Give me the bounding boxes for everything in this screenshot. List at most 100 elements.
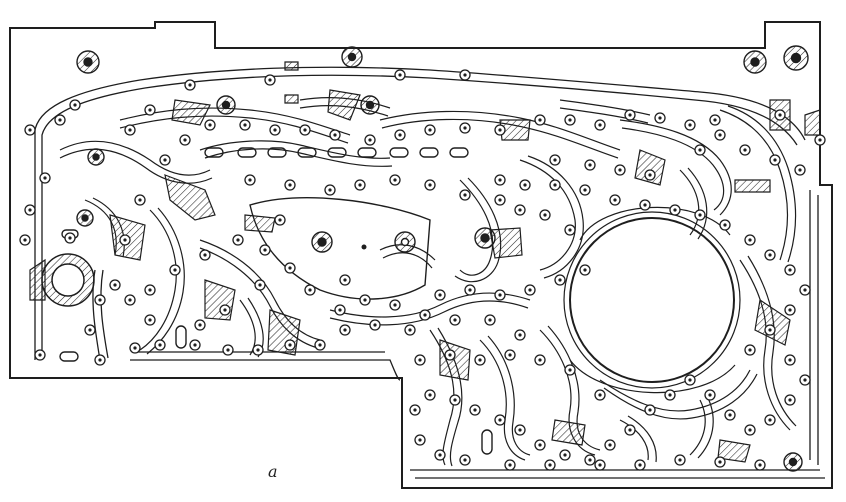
solder-pad-hole xyxy=(538,358,542,362)
center-mark xyxy=(361,244,367,250)
solder-pad-hole xyxy=(453,318,457,322)
solder-pad-hole xyxy=(173,268,177,272)
solder-pad-hole xyxy=(68,236,72,240)
solder-pad-hole xyxy=(256,348,260,352)
solder-pad-hole xyxy=(568,118,572,122)
solder-pad-hole xyxy=(568,368,572,372)
solder-pad-hole xyxy=(778,113,782,117)
solder-pad-hole xyxy=(23,238,27,242)
solder-pad-hole xyxy=(648,173,652,177)
solder-pad-hole xyxy=(498,128,502,132)
solder-pad-hole xyxy=(148,108,152,112)
solder-pad-hole xyxy=(198,323,202,327)
solder-pad-hole xyxy=(358,183,362,187)
solder-pad-hole xyxy=(553,183,557,187)
solder-pad-hole xyxy=(163,158,167,162)
solder-pad-hole xyxy=(748,238,752,242)
solder-pad-hole xyxy=(748,428,752,432)
solder-pad-hole xyxy=(788,398,792,402)
solder-pad-hole xyxy=(688,123,692,127)
solder-pad-hole xyxy=(688,378,692,382)
solder-pad-hole xyxy=(193,343,197,347)
small-pads xyxy=(19,69,826,471)
solder-pad-hole xyxy=(128,128,132,132)
solder-pad-hole xyxy=(463,126,467,130)
solder-pad-hole xyxy=(288,183,292,187)
solder-pad-hole xyxy=(278,218,282,222)
solder-pad-hole xyxy=(428,183,432,187)
pad xyxy=(783,452,803,472)
solder-pad-hole xyxy=(698,213,702,217)
mounting-hole-left xyxy=(41,253,95,307)
large-cutout xyxy=(563,206,741,394)
solder-pad-hole xyxy=(463,458,467,462)
solder-pad-hole xyxy=(518,333,522,337)
solder-pad-hole xyxy=(98,358,102,362)
solder-pad-hole xyxy=(673,208,677,212)
solder-pad-hole xyxy=(408,328,412,332)
pad xyxy=(341,46,363,68)
solder-pad-hole xyxy=(773,158,777,162)
solder-pad-hole xyxy=(248,178,252,182)
trace-network xyxy=(59,97,797,467)
solder-pad-hole xyxy=(288,343,292,347)
solder-pad-hole xyxy=(628,113,632,117)
solder-pad-hole xyxy=(98,298,102,302)
solder-pad-hole xyxy=(158,343,162,347)
solder-pad-hole xyxy=(478,358,482,362)
solder-pad-hole xyxy=(488,318,492,322)
solder-pad-hole xyxy=(148,288,152,292)
solder-pad-hole xyxy=(563,453,567,457)
solder-pad-hole xyxy=(268,78,272,82)
solder-pad-hole xyxy=(188,83,192,87)
solder-pad-hole xyxy=(498,178,502,182)
solder-pad-hole xyxy=(428,393,432,397)
solder-pad-hole xyxy=(588,163,592,167)
solder-pad-hole xyxy=(543,213,547,217)
solder-pad-hole xyxy=(328,188,332,192)
solder-pad-hole xyxy=(528,288,532,292)
solder-pad-hole xyxy=(236,238,240,242)
solder-pad-hole xyxy=(133,346,137,350)
solder-pad-hole xyxy=(138,198,142,202)
solder-pad-hole xyxy=(463,73,467,77)
solder-pad-hole xyxy=(728,413,732,417)
solder-pad-hole xyxy=(243,123,247,127)
solder-pad-hole xyxy=(413,408,417,412)
solder-pad-hole xyxy=(226,348,230,352)
solder-pad-hole xyxy=(798,168,802,172)
solder-pad-hole xyxy=(428,128,432,132)
solder-pad-hole xyxy=(223,308,227,312)
solder-pad-hole xyxy=(608,443,612,447)
solder-pad-hole xyxy=(318,343,322,347)
solder-pad-hole xyxy=(308,288,312,292)
solder-pad-hole xyxy=(498,198,502,202)
solder-pad-hole xyxy=(468,288,472,292)
solder-pad-hole xyxy=(818,138,822,142)
solder-pad-hole xyxy=(538,118,542,122)
solder-pad-hole xyxy=(418,438,422,442)
solder-pad-hole xyxy=(438,293,442,297)
solder-pad-hole xyxy=(263,248,267,252)
solder-pad-hole xyxy=(648,408,652,412)
solder-pad-hole xyxy=(113,283,117,287)
hatched-copper-pours xyxy=(29,61,821,463)
solder-pad-hole xyxy=(438,453,442,457)
solder-pad-hole xyxy=(123,238,127,242)
solder-pad-hole xyxy=(73,103,77,107)
pad xyxy=(216,95,236,115)
solder-pad-hole xyxy=(618,168,622,172)
solder-pad-hole xyxy=(713,118,717,122)
solder-pad-hole xyxy=(598,393,602,397)
solder-pad-hole xyxy=(638,463,642,467)
solder-pad-hole xyxy=(518,428,522,432)
slotted-pads-row xyxy=(59,147,493,455)
solder-pad-hole xyxy=(668,393,672,397)
pad xyxy=(76,50,100,74)
solder-pad-hole xyxy=(393,303,397,307)
pad xyxy=(783,45,809,71)
solder-pad-hole xyxy=(598,123,602,127)
pad xyxy=(360,95,380,115)
solder-pad-hole xyxy=(303,128,307,132)
